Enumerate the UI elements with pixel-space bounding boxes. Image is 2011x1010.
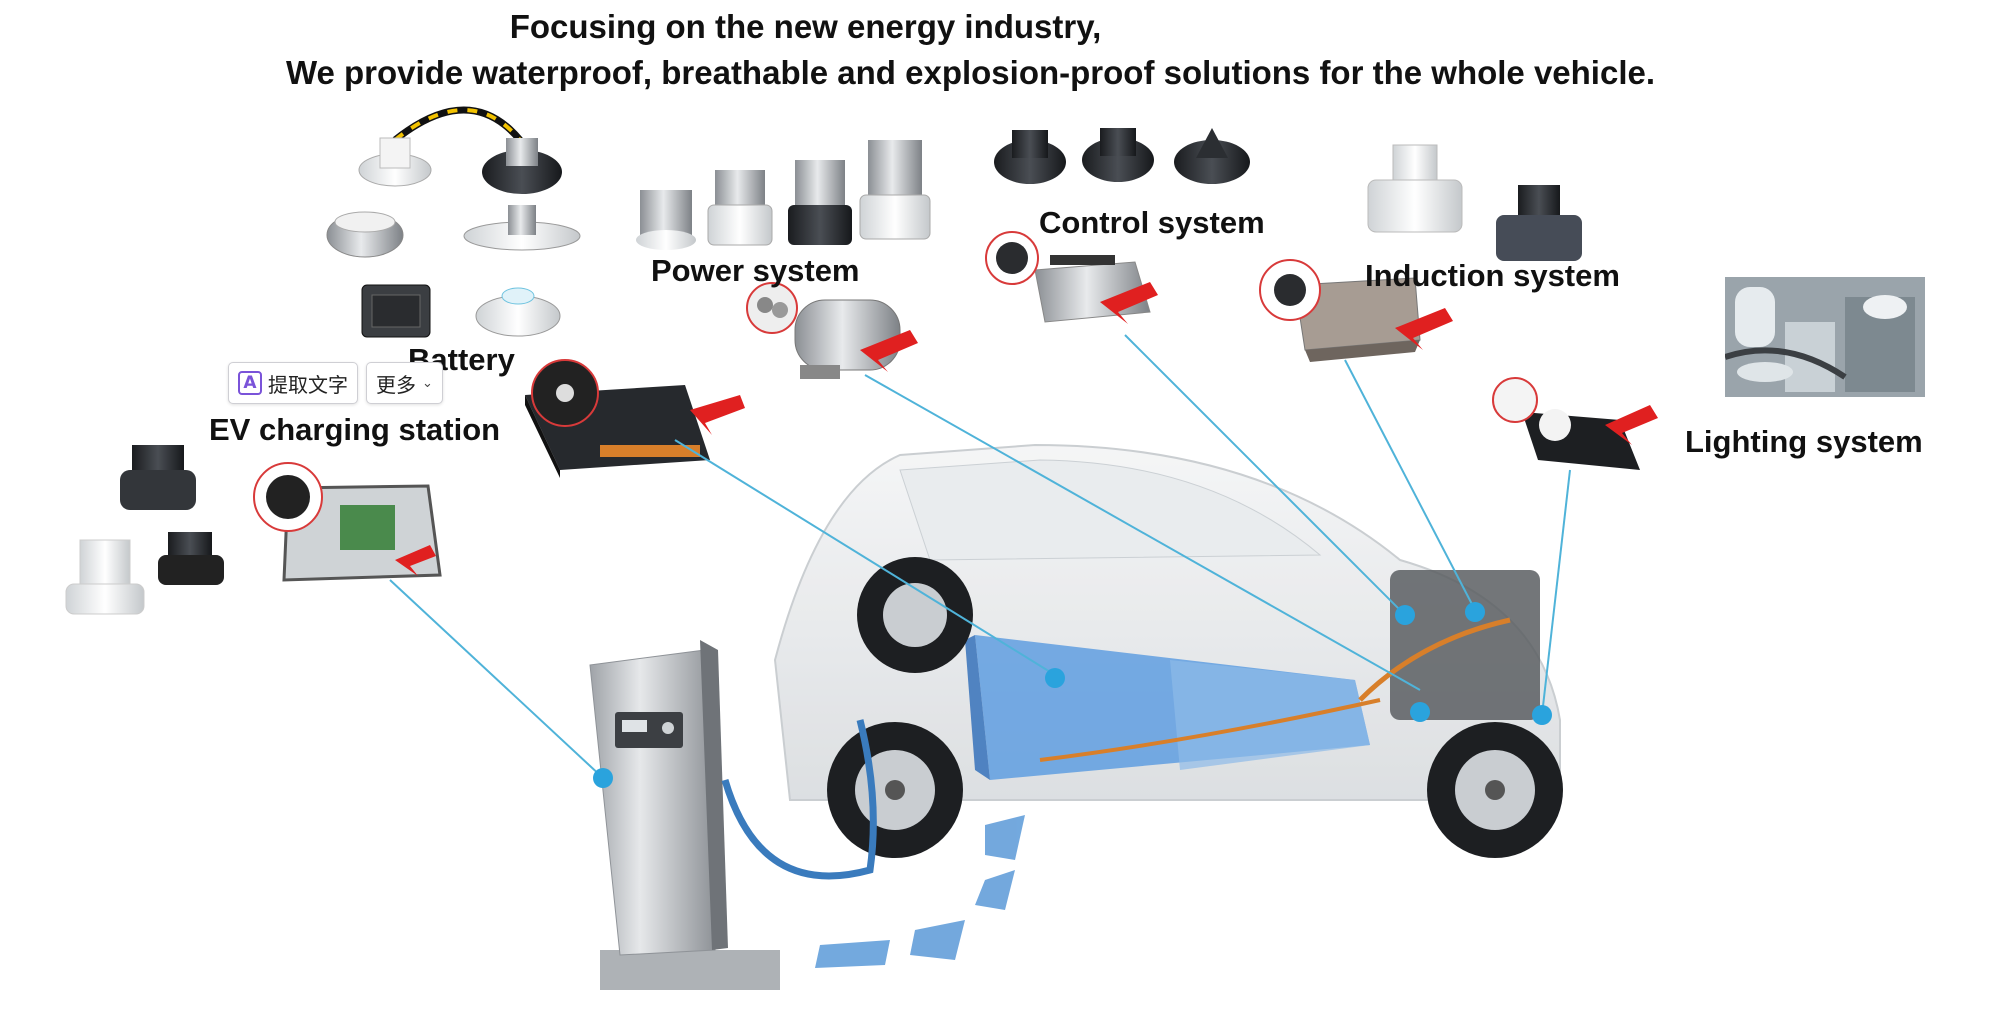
lamp-module-device xyxy=(1492,377,1658,470)
power-vent-products xyxy=(636,140,931,250)
headline-line-2: We provide waterproof, breathable and ex… xyxy=(285,54,1656,91)
headline-line-1: Focusing on the new energy industry, xyxy=(509,8,1102,45)
induction-vent-products xyxy=(1367,144,1582,261)
induction-system-label: Induction system xyxy=(1365,258,1620,293)
charging-vent-products xyxy=(65,445,224,615)
charging-post xyxy=(589,640,877,990)
more-label: 更多 xyxy=(376,374,416,397)
chevron-down-icon: ⌄ xyxy=(422,375,433,390)
motor-device xyxy=(746,282,918,379)
electric-car xyxy=(773,443,1563,858)
airflow-arrows xyxy=(815,815,1025,968)
control-vent-products xyxy=(994,128,1250,184)
charger-box-device xyxy=(253,462,442,582)
text-extract-icon: A xyxy=(238,371,262,395)
more-button[interactable]: 更多 ⌄ xyxy=(366,362,443,404)
extract-text-button[interactable]: A 提取文字 xyxy=(228,362,358,404)
text-extract-toolbar: A 提取文字 更多 ⌄ xyxy=(228,362,443,404)
membrane-samples-image xyxy=(1725,277,1925,397)
ev-charging-station-label: EV charging station xyxy=(209,412,501,447)
lighting-system-label: Lighting system xyxy=(1685,424,1923,459)
connector-lines xyxy=(389,334,1571,779)
induction-module-device xyxy=(1259,259,1453,362)
battery-pack-device xyxy=(525,359,745,478)
extract-text-label: 提取文字 xyxy=(268,374,348,397)
connector-dots xyxy=(593,602,1552,788)
power-system-label: Power system xyxy=(651,253,860,288)
control-unit-device xyxy=(985,231,1158,324)
control-system-label: Control system xyxy=(1039,205,1265,240)
battery-vent-products xyxy=(326,106,581,338)
